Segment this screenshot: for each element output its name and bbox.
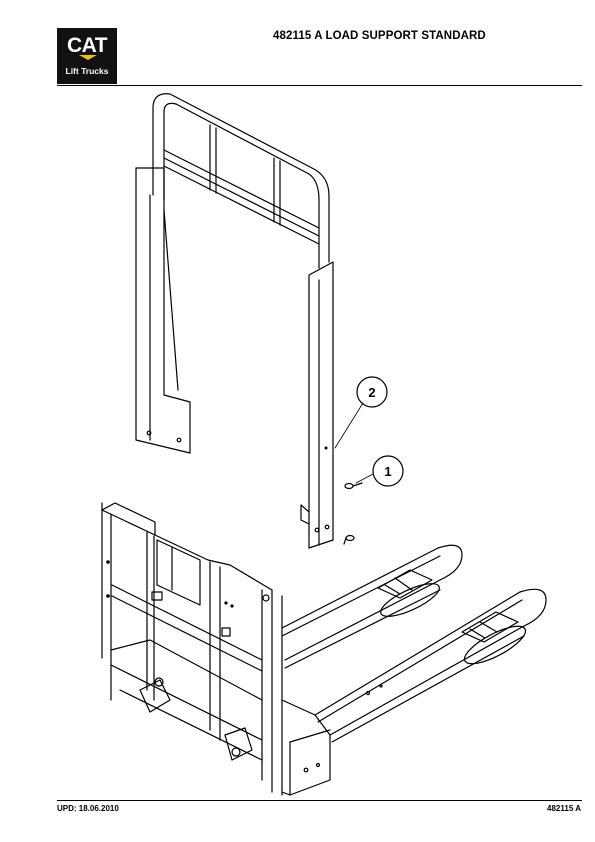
page-title: 482115 A LOAD SUPPORT STANDARD xyxy=(273,30,486,42)
footer-update-date: UPD: 18.06.2010 xyxy=(57,804,119,813)
callout-1 xyxy=(355,455,404,487)
footer-divider xyxy=(57,800,582,801)
footer-part-code: 482115 A xyxy=(547,804,581,813)
callout-label-2: 2 xyxy=(368,385,375,400)
logo-brand-text: CAT xyxy=(66,34,108,57)
logo-sub-text: Lift Trucks xyxy=(65,66,109,76)
cat-lift-trucks-logo: CAT Lift Trucks xyxy=(57,28,117,84)
callout-2 xyxy=(334,376,388,449)
callout-label-1: 1 xyxy=(384,464,391,479)
logo-triangle-icon xyxy=(79,55,97,60)
load-support-frame xyxy=(135,93,334,549)
bolts xyxy=(343,482,363,545)
header-divider xyxy=(57,85,582,86)
pallet-truck-forks xyxy=(281,544,547,796)
pallet-truck-frame xyxy=(101,502,283,796)
